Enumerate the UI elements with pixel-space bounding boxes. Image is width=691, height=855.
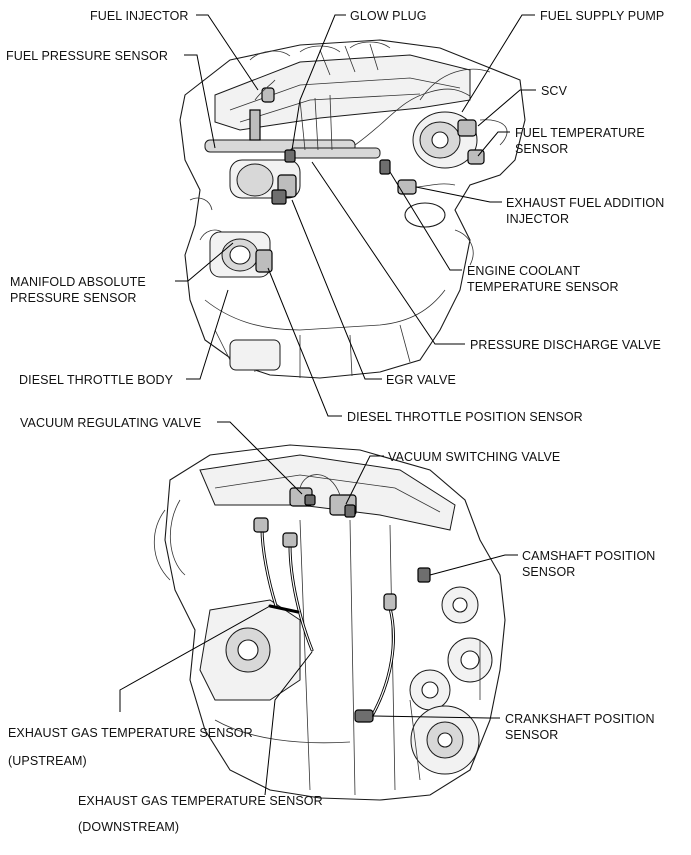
label-fuel-temperature-sensor-line1: FUEL TEMPERATURE [515, 126, 645, 140]
bottom-engine-illustration [153, 444, 506, 801]
label-vacuum-switching-valve: VACUUM SWITCHING VALVE [388, 450, 560, 464]
label-exhaust-gas-temperature-sensor-downstream-line2: (DOWNSTREAM) [78, 820, 179, 834]
label-diesel-throttle-body: DIESEL THROTTLE BODY [19, 373, 174, 387]
label-exhaust-gas-temperature-sensor-downstream-line1: EXHAUST GAS TEMPERATURE SENSOR [78, 794, 323, 808]
label-egr-valve: EGR VALVE [386, 373, 456, 387]
label-scv: SCV [541, 84, 568, 98]
label-manifold-absolute-pressure-sensor-line2: PRESSURE SENSOR [10, 291, 137, 305]
label-crankshaft-position-sensor-line2: SENSOR [505, 728, 558, 742]
label-engine-coolant-temperature-sensor-line1: ENGINE COOLANT [467, 264, 580, 278]
label-camshaft-position-sensor-line2: SENSOR [522, 565, 575, 579]
bottom-leader-lines [119, 421, 518, 796]
top-engine-illustration [179, 39, 526, 379]
label-pressure-discharge-valve: PRESSURE DISCHARGE VALVE [470, 338, 661, 352]
label-fuel-pressure-sensor: FUEL PRESSURE SENSOR [6, 49, 168, 63]
top-labels: FUEL INJECTOR GLOW PLUG FUEL SUPPLY PUMP… [6, 9, 664, 424]
label-exhaust-gas-temperature-sensor-upstream-line2: (UPSTREAM) [8, 754, 87, 768]
top-leader-lines [175, 14, 536, 417]
label-vacuum-regulating-valve: VACUUM REGULATING VALVE [20, 416, 201, 430]
label-camshaft-position-sensor-line1: CAMSHAFT POSITION [522, 549, 655, 563]
label-exhaust-gas-temperature-sensor-upstream-line1: EXHAUST GAS TEMPERATURE SENSOR [8, 726, 253, 740]
label-exhaust-fuel-addition-injector-line2: INJECTOR [506, 212, 569, 226]
label-fuel-supply-pump: FUEL SUPPLY PUMP [540, 9, 664, 23]
label-fuel-temperature-sensor-line2: SENSOR [515, 142, 568, 156]
bottom-labels: VACUUM REGULATING VALVE VACUUM SWITCHING… [8, 416, 655, 834]
label-crankshaft-position-sensor-line1: CRANKSHAFT POSITION [505, 712, 655, 726]
label-engine-coolant-temperature-sensor-line2: TEMPERATURE SENSOR [467, 280, 619, 294]
label-fuel-injector: FUEL INJECTOR [90, 9, 189, 23]
label-manifold-absolute-pressure-sensor-line1: MANIFOLD ABSOLUTE [10, 275, 146, 289]
label-exhaust-fuel-addition-injector-line1: EXHAUST FUEL ADDITION [506, 196, 664, 210]
label-glow-plug: GLOW PLUG [350, 9, 427, 23]
label-diesel-throttle-position-sensor: DIESEL THROTTLE POSITION SENSOR [347, 410, 583, 424]
